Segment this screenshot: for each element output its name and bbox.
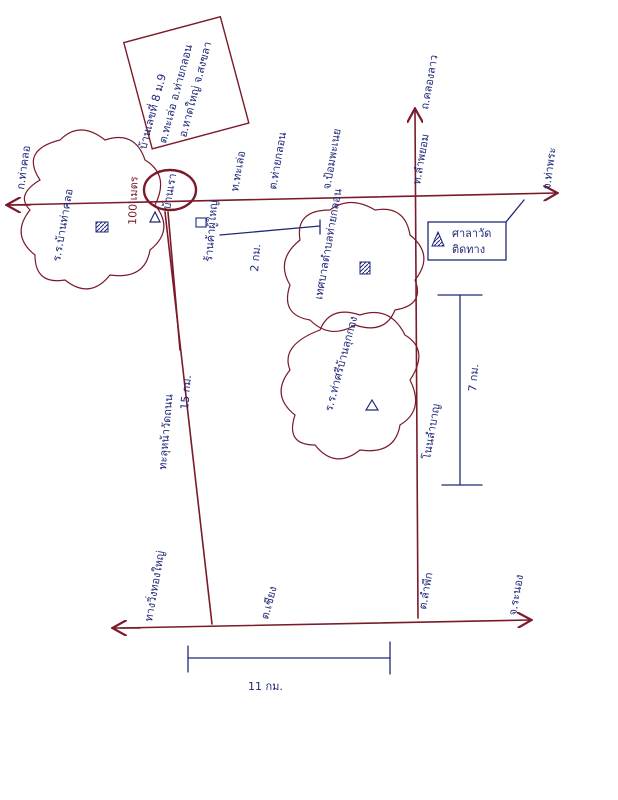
lower-cloud-label: ร.ร.ท่าศรีบ้านลุกกอง — [322, 315, 360, 413]
diagonal-road-label: ทะลุหน้าวัดถนน — [156, 393, 176, 470]
temple-pointer — [505, 199, 525, 223]
distance-7km: 7 กม. — [466, 363, 481, 392]
diagonal-road — [164, 211, 213, 625]
home-tent-icon — [149, 210, 161, 223]
home-circle — [142, 168, 198, 212]
left-cloud-label: ร.ร.บ้านท่าคลอ — [50, 188, 76, 263]
temple-line2: ติดทาง — [452, 243, 485, 256]
bottom-horizontal-road — [119, 620, 530, 629]
road-label-2: ต.ท่ายกลอน — [266, 131, 289, 191]
lower-tent-icon — [364, 398, 380, 411]
main-horizontal-road — [7, 193, 556, 206]
temple-line1: ศาลาวัด — [452, 227, 491, 240]
distance-2km: 2 กม. — [248, 243, 263, 272]
road-label-4: ท.ลำพยอม — [410, 133, 432, 186]
road-label-3: จ.ป้อมพะเนย — [320, 128, 344, 191]
shop-label: ร้านค้าผู้ใหญ่ — [202, 200, 220, 262]
info-box — [122, 15, 250, 150]
distance-100m: 100 เมตร — [126, 176, 141, 225]
left-cloud — [20, 129, 165, 290]
distance-11km: 11 กม. — [248, 680, 283, 693]
temple-box — [427, 221, 507, 261]
road-label-far-right: จ.ท่าพระ — [540, 147, 559, 191]
branch-road — [167, 211, 181, 351]
left-school-icon — [95, 221, 109, 233]
lower-cloud — [280, 311, 420, 460]
center-cloud — [283, 201, 425, 332]
lower-vertical-road-label: ต.ลำพีก — [416, 571, 435, 610]
road-label-far-left: ก.ท่าคลอ — [14, 145, 33, 191]
bottom-mid-road-label: ต.เชียง — [258, 585, 279, 621]
main-vertical-road — [415, 110, 418, 619]
road-label-north: ถ.คลองลาว — [418, 54, 440, 111]
connector-line — [219, 225, 321, 236]
center-cloud-label: เทศบาลตำบลท่ายกลอน — [312, 187, 344, 300]
bottom-right-road-label: จ.ระนอง — [506, 574, 526, 617]
diagonal-road-km: 15 กม. — [178, 374, 194, 410]
center-school-icon — [359, 261, 371, 275]
home-circle-label: บ้านเรา — [160, 172, 179, 210]
temple-icon — [431, 230, 445, 247]
road-label-1: ท.ทะเล่อ — [228, 150, 248, 193]
vertical-road-label: โนนลำบาญ — [419, 403, 443, 461]
shop-icon — [195, 217, 207, 228]
bottom-left-road-label: ทางวิ่งทองใหญ่ — [140, 549, 167, 622]
